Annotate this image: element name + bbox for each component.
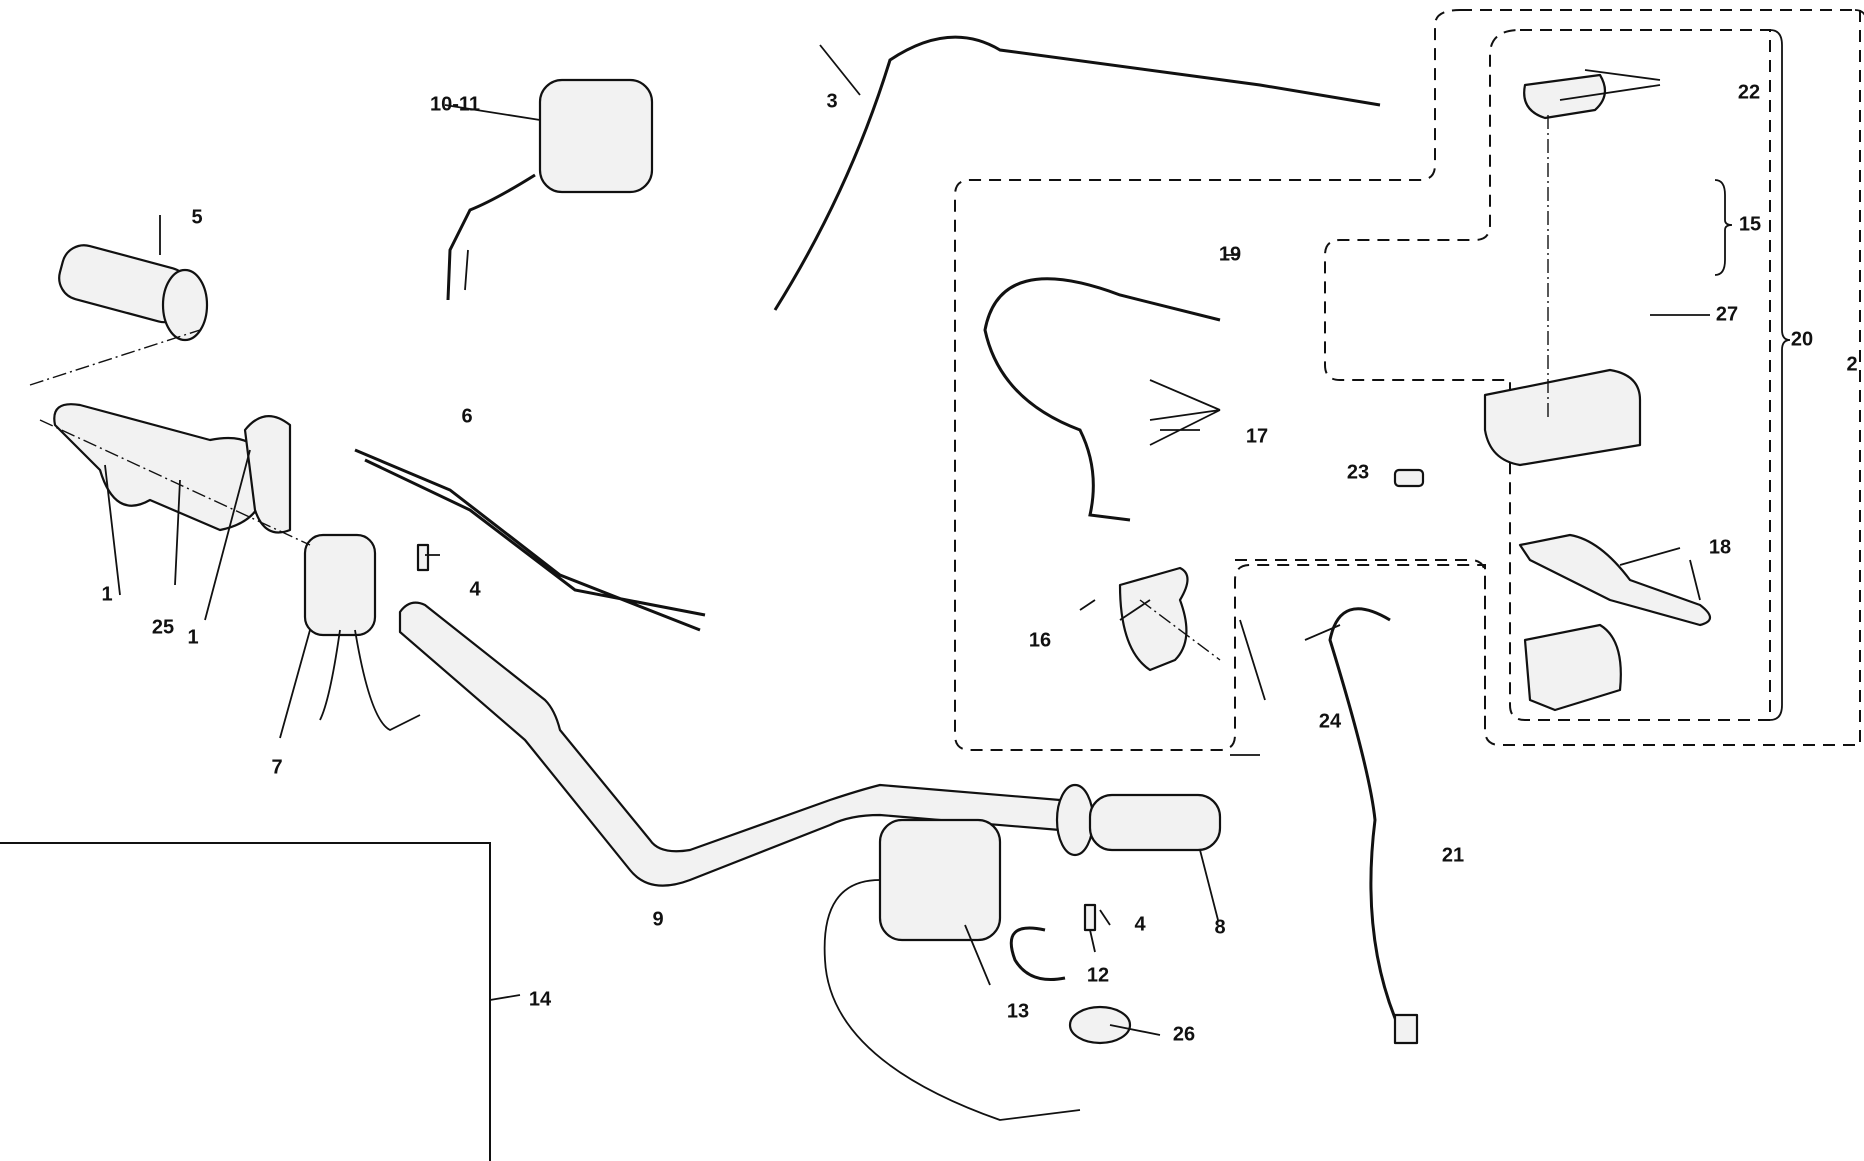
callout-27: 27 — [1715, 303, 1739, 326]
callout-6: 6 — [461, 405, 473, 428]
clutch-cable — [773, 35, 1381, 311]
callout-22: 22 — [1737, 81, 1761, 104]
callout-12: 12 — [1086, 964, 1110, 987]
left-grip — [58, 244, 209, 342]
leader-lines — [104, 44, 1710, 1036]
group-2-boundary — [954, 9, 1861, 751]
caliper — [1118, 566, 1189, 672]
callout-13: 13 — [1006, 1000, 1030, 1023]
callout-4b: 4 — [1134, 913, 1146, 936]
callout-20: 20 — [1790, 328, 1814, 351]
circlip — [1009, 926, 1066, 981]
lever-bracket — [1523, 623, 1622, 712]
callout-1b: 1 — [187, 626, 199, 649]
assembly-axis — [29, 115, 1549, 661]
callout-18: 18 — [1708, 536, 1732, 559]
bracket-20 — [1769, 29, 1791, 721]
brake-light-switch-cable — [1328, 607, 1402, 1031]
callout-10-11: 10-11 — [429, 93, 481, 116]
callout-14: 14 — [528, 988, 552, 1011]
brake-lever — [1518, 533, 1712, 627]
callout-24: 24 — [1318, 710, 1342, 733]
left-switch-housing — [303, 533, 377, 637]
callout-19: 19 — [1218, 243, 1242, 266]
callout-23: 23 — [1346, 461, 1370, 484]
bracket-15 — [1714, 179, 1733, 276]
callout-17: 17 — [1245, 425, 1269, 448]
callout-8: 8 — [1214, 916, 1226, 939]
bracket-2 — [1854, 9, 1864, 16]
pin-left — [416, 543, 430, 572]
throttle-clamp — [243, 415, 292, 534]
callout-26: 26 — [1172, 1023, 1196, 1046]
mirror-stem — [446, 173, 536, 301]
throttle-cables — [354, 448, 706, 632]
callout-7: 7 — [271, 756, 283, 779]
master-cylinder — [1483, 368, 1642, 467]
left-switch-wires — [319, 629, 421, 732]
callout-25: 25 — [151, 616, 175, 639]
handguard-box — [0, 842, 491, 1161]
callout-15: 15 — [1738, 213, 1762, 236]
sensor-23 — [1393, 468, 1425, 488]
right-grip — [1055, 783, 1222, 857]
callout-2: 2 — [1846, 353, 1858, 376]
pin-right — [1083, 903, 1097, 932]
right-switch-housing — [878, 818, 1002, 942]
callout-16: 16 — [1028, 629, 1052, 652]
group-20-boundary — [1324, 29, 1771, 721]
callout-9: 9 — [652, 908, 664, 931]
brake-hose — [983, 277, 1221, 522]
reservoir-cap — [1523, 73, 1607, 120]
connector-21 — [1393, 1013, 1419, 1045]
mirror — [538, 78, 654, 194]
group-21-boundary — [1235, 559, 1486, 720]
callout-21: 21 — [1441, 844, 1465, 867]
handlebar — [398, 601, 1062, 887]
clamp-26 — [1068, 1005, 1132, 1045]
right-switch-wires — [823, 879, 1081, 1121]
callout-3: 3 — [826, 90, 838, 113]
callout-5: 5 — [191, 206, 203, 229]
callout-4a: 4 — [469, 578, 481, 601]
callout-1a: 1 — [101, 583, 113, 606]
